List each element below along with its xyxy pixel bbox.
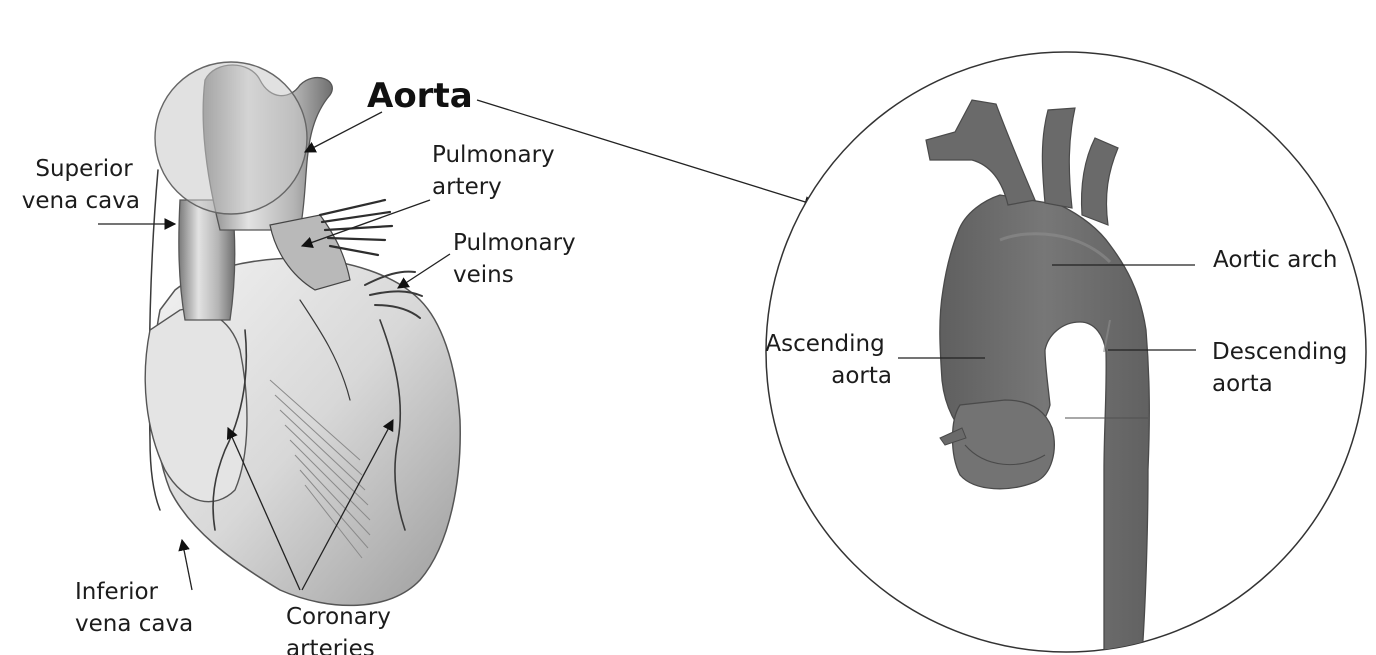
aorta-highlight-circle — [155, 62, 307, 214]
inferior-vena-cava-arrow — [182, 540, 192, 590]
aorta-zoom-detail: Aortic arch Ascending aorta Descending a… — [765, 52, 1366, 655]
aortic-arch-label: Aortic arch — [1213, 247, 1338, 273]
inferior-vena-cava-label: Inferior vena cava — [75, 579, 193, 637]
pulmonary-artery-label: Pulmonary artery — [432, 142, 562, 200]
aortic-root — [953, 400, 1055, 489]
superior-vena-cava-label: Superior vena cava — [22, 156, 140, 214]
pulmonary-veins-label: Pulmonary veins — [453, 230, 583, 288]
coronary-arteries-label: Coronary arteries — [286, 604, 398, 655]
aorta-label: Aorta — [367, 76, 473, 116]
